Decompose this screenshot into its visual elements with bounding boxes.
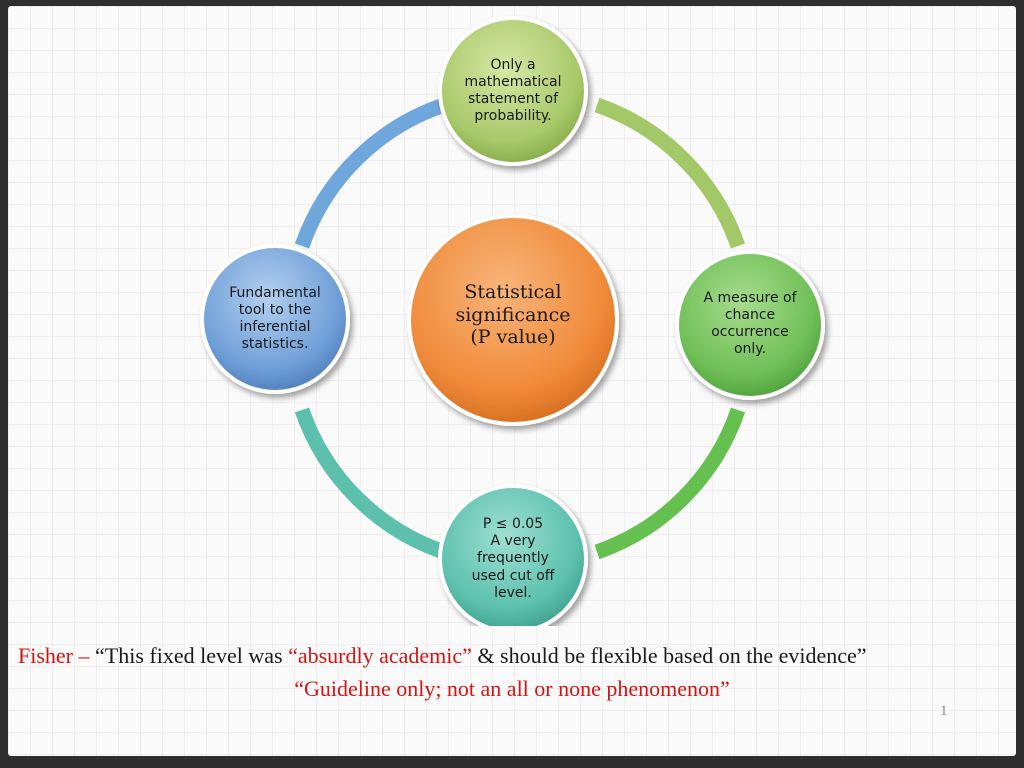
quote-open-text: “This fixed level was (95, 643, 289, 668)
arc-bottom-left (294, 407, 447, 560)
bottom-node-label: P ≤ 0.05 A very frequently used cut off … (471, 516, 555, 601)
arc-right-bottom (594, 407, 746, 560)
center-node-circle (407, 214, 619, 426)
arc-top-right (594, 97, 746, 249)
guideline-quote: “Guideline only; not an all or none phen… (294, 676, 730, 701)
cycle-diagram (200, 16, 825, 626)
arc-left-top (294, 97, 447, 249)
center-node-label: Statistical significance (P value) (455, 281, 571, 349)
fisher-quote-line: Fisher – “This fixed level was “absurdly… (18, 643, 867, 669)
page-number: 1 (940, 703, 948, 719)
right-node-circle (675, 250, 825, 400)
quote-rest-text: & should be flexible based on the eviden… (471, 643, 867, 668)
slide: Only a mathematical statement of probabi… (8, 6, 1016, 756)
fisher-attribution: Fisher – (18, 643, 95, 668)
quote-emphasis: “absurdly academic” (288, 643, 472, 668)
bottom-bar (0, 756, 1024, 768)
bottom-node-circle (438, 484, 588, 626)
top-node-label: Only a mathematical statement of probabi… (464, 56, 562, 125)
top-node-circle (438, 16, 588, 166)
right-node-label: A measure of chance occurrence only. (703, 289, 797, 358)
left-node-label: Fundamental tool to the inferential stat… (229, 284, 321, 353)
left-node-circle (200, 244, 350, 394)
